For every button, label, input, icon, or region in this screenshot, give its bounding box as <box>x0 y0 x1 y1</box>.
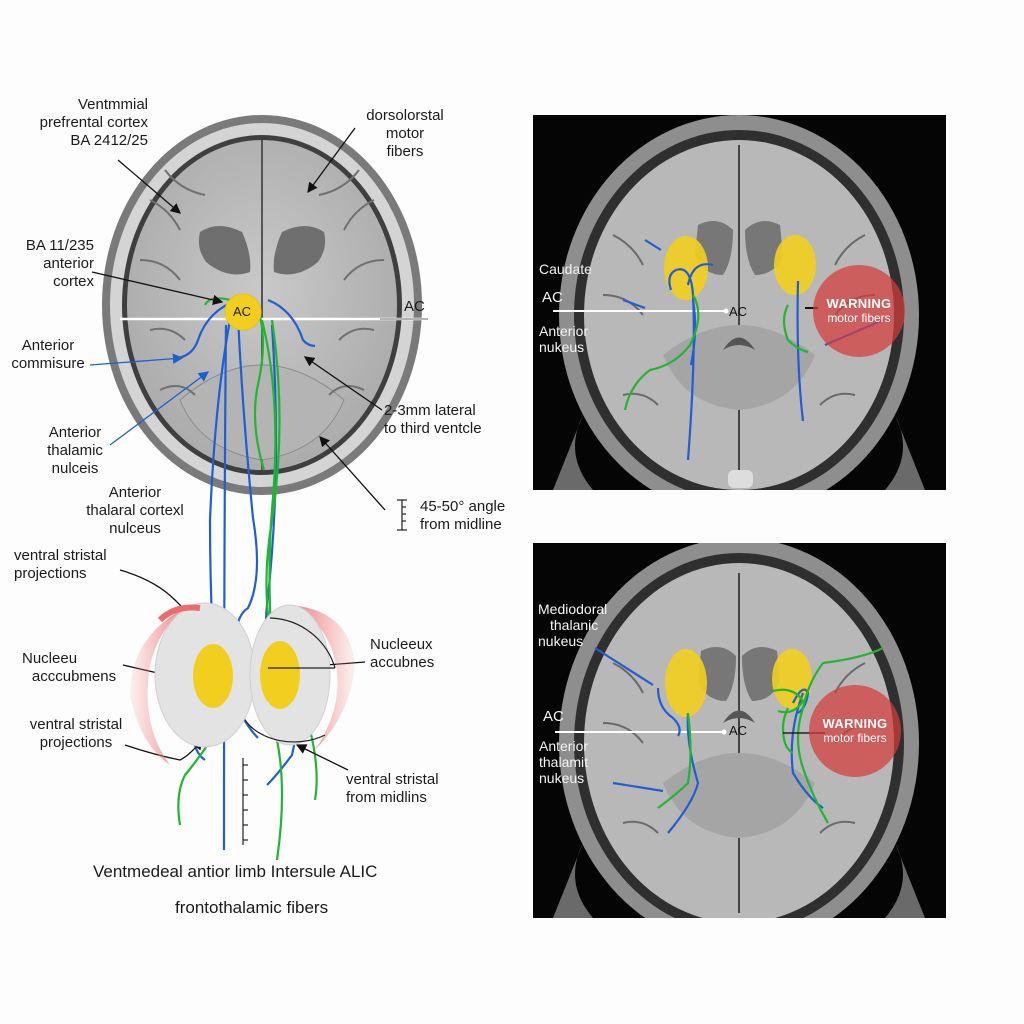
label-line: acccubmens <box>31 668 117 685</box>
label-anterior-thalamic-cortex: Anterior thalaral cortexl nulceus <box>76 484 194 538</box>
label-anterior-commissure: Anterior commisure <box>6 337 90 373</box>
label-line: accubnes <box>370 654 435 671</box>
label-ac-center: AC <box>729 304 748 319</box>
warning-motor-fibers-badge: WARNING motor fibers <box>813 265 905 357</box>
label-caudate: Caudate <box>539 261 592 277</box>
label-line: 45-50° angle <box>420 498 506 515</box>
caption-frontothalamic-fibers: frontothalamic fibers <box>175 898 329 917</box>
label-line: nulceis <box>51 460 99 477</box>
label-ventral-striatal-projections-bottom: ventral stristal projections <box>18 716 134 752</box>
nucleus-accumbens-left <box>130 602 256 765</box>
label-line: ventral stristal <box>29 716 123 733</box>
depth-scale-icon <box>242 758 248 845</box>
label-anterior-thalamic-nucleus: Anterior thalamit nukeus <box>539 738 588 786</box>
label-line: motor <box>385 125 425 142</box>
label-line: anterior <box>43 255 94 272</box>
mri-bottom-graphics <box>553 543 925 918</box>
label-angle-from-midline: 45-50° angle from midline <box>420 498 505 534</box>
label-line: thalaral cortexl <box>86 502 184 519</box>
label-dorsolateral-motor-fibers: dorsolorstal motor fibers <box>350 107 460 161</box>
label-ventral-striatal-projections-top: ventral stristal projections <box>14 547 107 583</box>
label-lateral-third-ventricle: 2-3mm lateral to third ventcle <box>384 402 482 438</box>
label-line: projections <box>39 734 113 751</box>
label-line: thalanic <box>550 617 599 633</box>
label-line: projections <box>14 565 87 582</box>
label-line: thalamit <box>539 754 589 770</box>
ac-target-marker <box>224 293 262 331</box>
label-line: to third ventcle <box>384 420 482 437</box>
label-line: BA 2412/25 <box>70 132 148 149</box>
mri-top-graphics <box>553 115 925 490</box>
label-line: Anterior <box>539 323 589 339</box>
caudate-target-right <box>774 235 816 295</box>
label-line: fibers <box>386 143 424 160</box>
label-line: prefrental cortex <box>39 114 148 131</box>
label-ventral-striatal-from-midline: ventral stristal from midlins <box>346 771 439 807</box>
thalamic-target-left <box>665 649 707 717</box>
label-line: nukeus <box>538 633 584 649</box>
label-line: 2-3mm lateral <box>384 402 476 419</box>
warning-motor-fibers-badge: WARNING motor fibers <box>809 685 901 777</box>
label-mediodorsal-thalamic-nucleus: Mediodoral thalanic nukeus <box>538 601 607 649</box>
label-nucleus-accumbens-right: Nucleeux accubnes <box>370 636 434 672</box>
label-line: BA 11/235 <box>25 237 94 254</box>
mri-panel-bottom: Mediodoral thalanic nukeus AC AC Anterio… <box>533 543 946 918</box>
warning-text: motor fibers <box>827 311 891 325</box>
warning-title: WARNING <box>822 716 888 731</box>
caudate-target-left <box>664 236 708 300</box>
label-line: Anterior <box>48 424 102 441</box>
label-ac-line: AC <box>404 298 425 315</box>
label-line: Nucleeux <box>370 636 433 653</box>
label-line: cortex <box>53 273 94 290</box>
nucleus-accumbens-right <box>244 604 355 750</box>
angle-scale-icon <box>397 499 407 531</box>
label-line: Anterior <box>108 484 162 501</box>
label-line: ventral stristal <box>14 547 107 564</box>
label-ba11-anterior-cortex: BA 11/235 anterior cortex <box>8 237 94 291</box>
label-line: ventral stristal <box>346 771 439 788</box>
label-line: from midlins <box>346 789 427 806</box>
label-ac-marker: AC <box>233 304 252 319</box>
warning-text: motor fibers <box>823 731 887 745</box>
label-line: thalamic <box>47 442 103 459</box>
label-line: from midline <box>420 516 502 533</box>
caption-alic: Ventmedeal antior limb Intersule ALIC <box>93 862 378 881</box>
label-line: Nucleeu <box>22 650 78 667</box>
label-line: nukeus <box>539 770 585 786</box>
mri-panel-top: Caudate AC AC Anterior nukeus WARNING mo… <box>533 115 946 490</box>
label-line: nulceus <box>109 520 161 537</box>
green-fiber-tracts <box>177 297 318 861</box>
label-line: Mediodoral <box>538 601 608 617</box>
axial-brain-illustration <box>102 115 422 495</box>
label-vmpfc: Ventmmial prefrental cortex BA 2412/25 <box>10 96 148 150</box>
label-line: Ventmmial <box>77 96 148 113</box>
label-ac-left: AC <box>542 289 563 306</box>
label-line: commisure <box>11 355 85 372</box>
label-anterior-thalamic-nuclei: Anterior thalamic nulceis <box>36 424 114 478</box>
warning-title: WARNING <box>826 296 892 311</box>
label-ac-center: AC <box>729 723 748 738</box>
label-line: dorsolorstal <box>366 107 444 124</box>
label-nucleus-accumbens-left: Nucleeu acccubmens <box>12 650 136 686</box>
label-anterior-nucleus: Anterior nukeus <box>539 323 588 355</box>
label-line: Anterior <box>539 738 589 754</box>
label-ac-left: AC <box>543 708 564 725</box>
label-line: nukeus <box>539 339 585 355</box>
label-line: Anterior <box>21 337 75 354</box>
